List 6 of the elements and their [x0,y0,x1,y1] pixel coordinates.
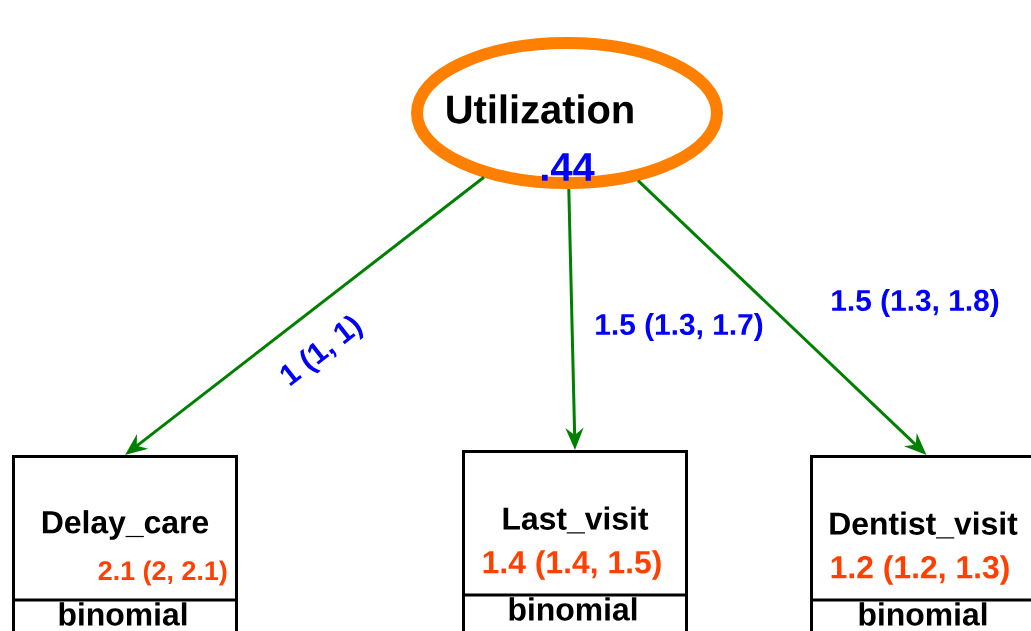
edge-label: 1.5 (1.3, 1.8) [829,288,1001,318]
variable-box: Delay_care 2.1 (2, 2.1) binomial [12,455,238,631]
edge-label: 1.5 (1.3, 1.7) [593,312,765,342]
edge-label: 1 (1, 1) [274,310,370,394]
variable-box: Dentist_visit 1.2 (1.2, 1.3) binomial [810,455,1031,631]
variable-box: Last_visit 1.4 (1.4, 1.5) binomial [462,450,688,631]
